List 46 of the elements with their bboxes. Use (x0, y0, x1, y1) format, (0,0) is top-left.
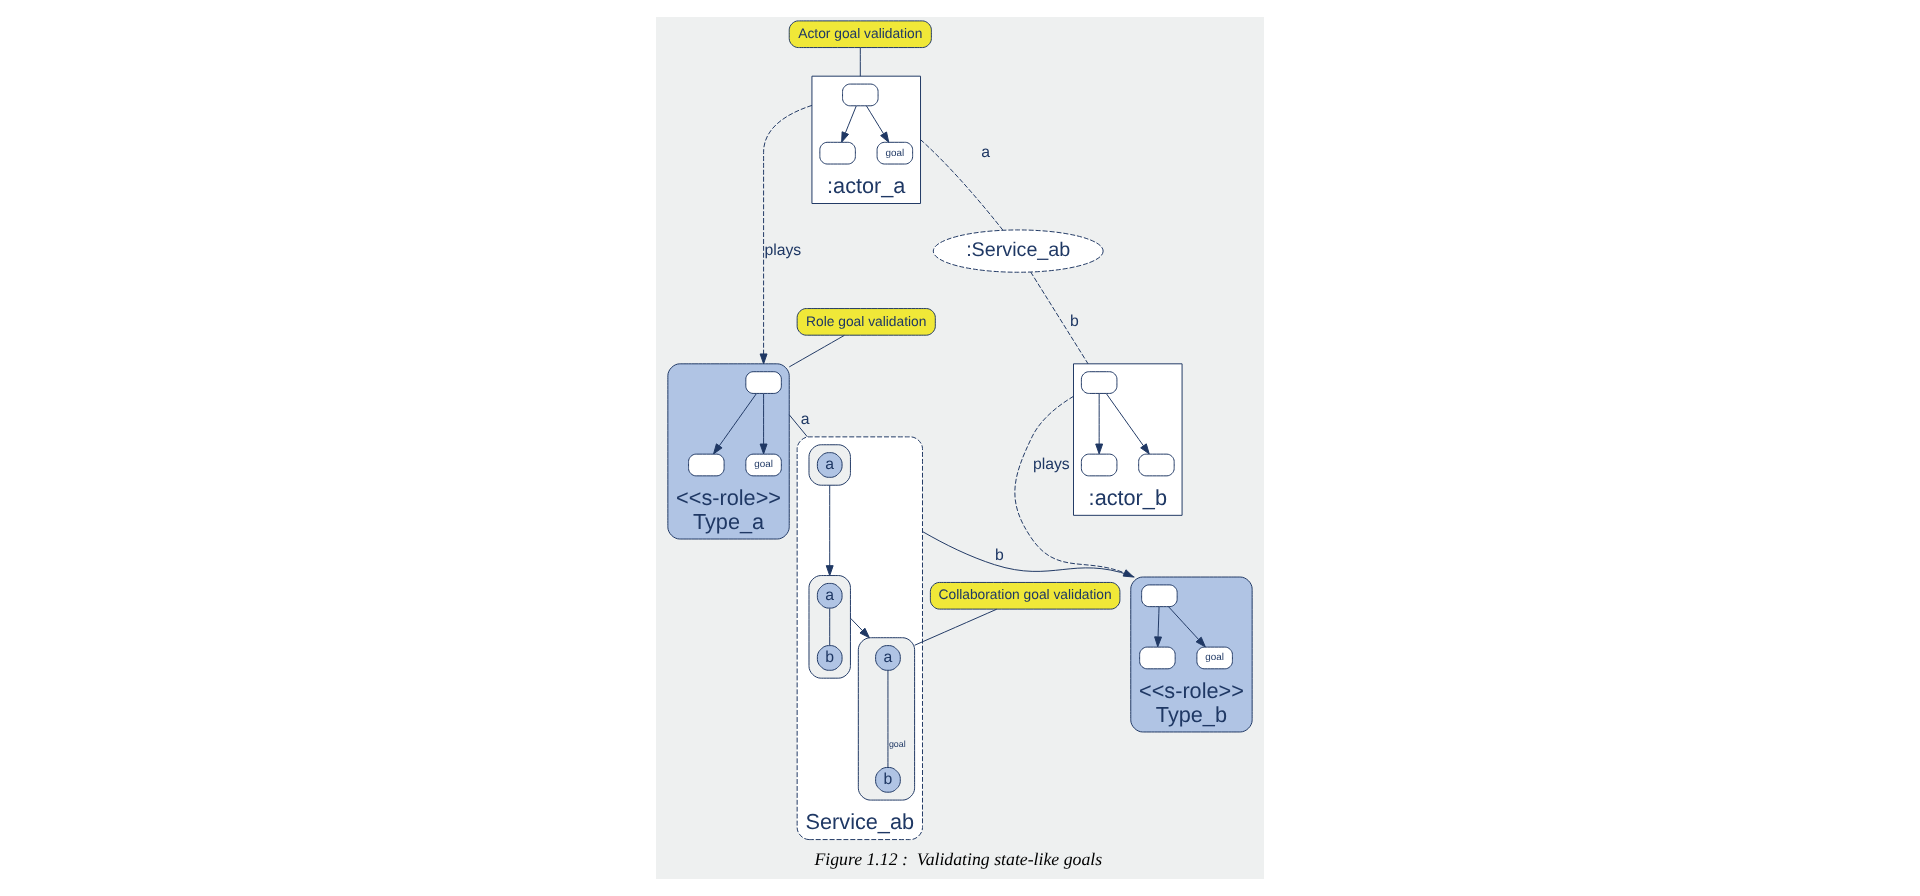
cluster (808, 444, 851, 486)
node-box (842, 83, 879, 107)
node-box (688, 453, 725, 477)
connector (788, 414, 808, 438)
connector (922, 531, 1135, 578)
arrow (866, 105, 890, 143)
node-circle: b (875, 767, 901, 793)
arrow (849, 617, 870, 639)
connector (788, 334, 845, 368)
edge-label: b (995, 545, 1004, 564)
arrow (1154, 606, 1162, 648)
edge-label: b (1070, 311, 1079, 330)
cluster (857, 637, 916, 801)
edge-label: plays (764, 240, 802, 259)
arrow (759, 393, 768, 455)
connector (859, 47, 861, 77)
node-box (1139, 646, 1176, 670)
arrow (1168, 606, 1206, 648)
edge-label: plays (1032, 454, 1070, 473)
node-circle: a (816, 452, 843, 478)
node-circle: b (816, 645, 843, 671)
node-circle: a (875, 645, 901, 671)
node-box (745, 371, 782, 394)
arrow (759, 104, 813, 365)
arrow (713, 393, 757, 455)
cluster: :actor_b (1073, 363, 1183, 516)
cluster (808, 575, 851, 679)
node-box (1138, 453, 1175, 477)
connector (1030, 271, 1089, 365)
node-box (1141, 584, 1178, 608)
connector (829, 607, 831, 646)
arrow (1105, 393, 1150, 455)
node-box (1080, 371, 1118, 394)
connector (914, 608, 998, 646)
arrow (1095, 393, 1104, 455)
node-ellipse: :Service_ab (932, 229, 1104, 273)
edge-label: a (981, 142, 991, 161)
edge-label: a (800, 409, 810, 428)
node-box (1080, 453, 1118, 477)
connector (920, 139, 1004, 231)
node-circle: a (816, 582, 843, 609)
arrow (825, 484, 834, 577)
arrow (841, 105, 857, 143)
caption: Figure 1.12 : Validating state-like goals (814, 848, 1103, 869)
arrow (1014, 395, 1135, 578)
node-box (819, 141, 856, 165)
